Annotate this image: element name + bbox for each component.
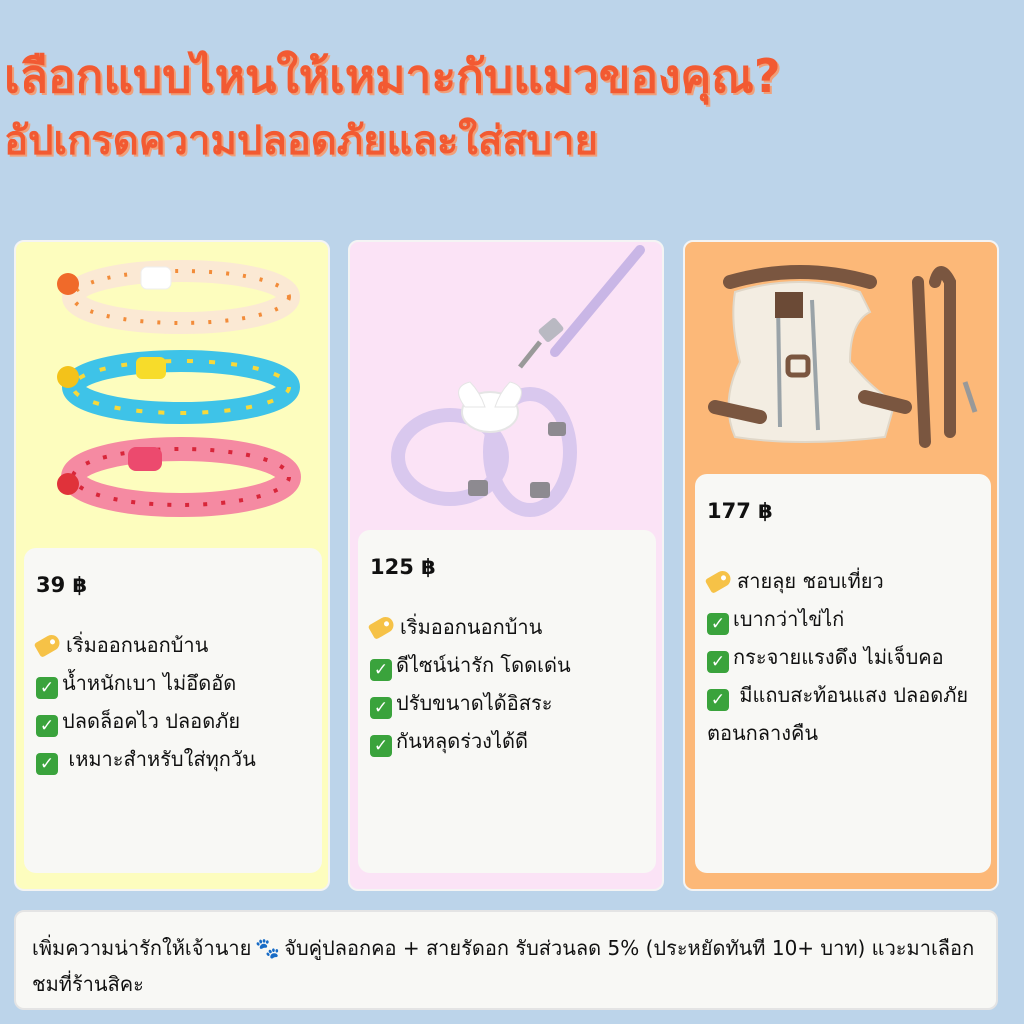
bell-icon: [57, 273, 79, 295]
feature-item: ✓ มีแถบสะท้อนแสง ปลอดภัยตอนกลางคืน: [707, 682, 969, 745]
check-icon: ✓: [36, 714, 58, 737]
page-title: เลือกแบบไหนให้เหมาะกับแมวของคุณ?: [4, 49, 781, 103]
tag-icon: [33, 631, 63, 658]
price: 125 ฿: [370, 555, 436, 579]
harness-wings-product-image: [391, 245, 645, 517]
feature-item: ✓ เหมาะสำหรับใส่ทุกวัน: [36, 740, 310, 778]
bell-icon: [57, 366, 79, 388]
price: 177 ฿: [707, 499, 773, 523]
price: 39 ฿: [36, 573, 88, 597]
feature-item: ✓น้ำหนักเบา ไม่อึดอัด: [36, 664, 310, 702]
promo-text-end: จับคู่ปลอกคอ + สายรัดอก รับส่วนลด 5% (ปร…: [32, 936, 975, 996]
tag-line: สายลุย ชอบเที่ยว: [704, 562, 979, 600]
product-card-collar[interactable]: 39 ฿ เริ่มออกนอกบ้าน ✓น้ำหนักเบา ไม่อึดอ…: [14, 240, 330, 891]
feature-item: ✓กันหลุดร่วงได้ดี: [370, 722, 644, 760]
check-icon: ✓: [36, 676, 58, 699]
check-icon: ✓: [370, 658, 392, 681]
page-subtitle: อัปเกรดความปลอดภัยและใส่สบาย: [4, 118, 598, 164]
bell-icon: [57, 473, 79, 495]
check-icon: ✓: [707, 650, 729, 673]
product-card-vest-harness[interactable]: 177 ฿ สายลุย ชอบเที่ยว ✓เบากว่าไข่ไก่ ✓ก…: [683, 240, 999, 891]
feature-item: ✓ดีไซน์น่ารัก โดดเด่น: [370, 646, 644, 684]
check-icon: ✓: [707, 612, 729, 635]
promo-footer: เพิ่มความน่ารักให้เจ้านาย🐾จับคู่ปลอกคอ +…: [14, 910, 998, 1010]
feature-item: ✓ปลดล็อคไว ปลอดภัย: [36, 702, 310, 740]
product-info-panel: 177 ฿ สายลุย ชอบเที่ยว ✓เบากว่าไข่ไก่ ✓ก…: [695, 474, 991, 873]
feature-item: ✓กระจายแรงดึง ไม่เจ็บคอ: [707, 638, 979, 676]
tag-icon: [704, 567, 734, 594]
product-info-panel: 39 ฿ เริ่มออกนอกบ้าน ✓น้ำหนักเบา ไม่อึดอ…: [24, 548, 322, 873]
promo-text-start: เพิ่มความน่ารักให้เจ้านาย: [32, 936, 252, 960]
collar-product-image: [57, 260, 301, 517]
feature-item: ✓เบากว่าไข่ไก่: [707, 600, 979, 638]
product-info-panel: 125 ฿ เริ่มออกนอกบ้าน ✓ดีไซน์น่ารัก โดดเ…: [358, 530, 656, 873]
tag-line: เริ่มออกนอกบ้าน: [367, 608, 644, 646]
product-card-harness-wings[interactable]: 125 ฿ เริ่มออกนอกบ้าน ✓ดีไซน์น่ารัก โดดเ…: [348, 240, 664, 891]
check-icon: ✓: [707, 688, 729, 711]
check-icon: ✓: [36, 752, 58, 775]
check-icon: ✓: [370, 734, 392, 757]
tag-line: เริ่มออกนอกบ้าน: [33, 626, 310, 664]
check-icon: ✓: [370, 696, 392, 719]
vest-harness-product-image: [708, 265, 978, 448]
feature-item: ✓ปรับขนาดได้อิสระ: [370, 684, 644, 722]
tag-icon: [367, 613, 397, 640]
paw-icon: 🐾: [255, 936, 281, 960]
